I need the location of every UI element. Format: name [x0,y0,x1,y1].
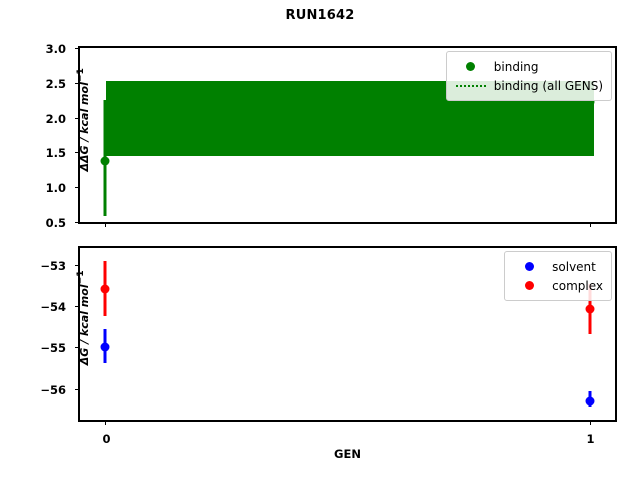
legend-item-binding[interactable]: binding [454,57,603,76]
complex-marker-gen1 [585,304,595,314]
figure-title: RUN1642 [285,8,355,23]
bottom-axes: ΔG / kcal mol−1 −53 −54 −55 −56 0 1 [40,246,617,446]
legend-label-complex: complex [552,278,603,293]
top-xtick-0 [105,222,107,227]
top-xtick-1 [589,222,591,227]
binding-marker-gen0 [100,156,110,166]
bottom-xticklabel-0: 0 [102,432,111,446]
bottom-yticklabel-minus53: −53 [40,258,66,273]
bottom-ytick-minus53: −53 [40,259,80,273]
top-yticklabel-1.5: 1.5 [45,146,66,161]
bottom-xtick-0: 0 [102,420,110,446]
top-legend[interactable]: binding binding (all GENS) [445,51,612,101]
complex-marker-gen0 [100,284,110,294]
legend-item-binding-all-gens[interactable]: binding (all GENS) [454,76,603,95]
legend-item-complex[interactable]: complex [512,276,603,295]
legend-label-solvent: solvent [552,259,596,274]
top-yticklabel-1.0: 1.0 [45,181,66,196]
x-axis-label: GEN [334,447,361,461]
top-ytick-0.5: 0.5 [46,216,80,230]
bottom-yticklabel-minus54: −54 [40,299,66,314]
top-ytick-3.0: 3.0 [46,42,80,56]
legend-marker-complex-icon [512,281,546,290]
legend-label-binding-all-gens: binding (all GENS) [493,78,603,93]
top-ytick-2.5: 2.5 [46,77,80,91]
top-yticklabel-2.0: 2.0 [45,111,66,126]
bottom-xtick-1: 1 [587,420,595,446]
top-yticklabel-2.5: 2.5 [45,76,66,91]
bottom-xticklabel-1: 1 [586,432,595,446]
bottom-yticklabel-minus55: −55 [40,341,66,356]
top-ytick-1.0: 1.0 [46,181,80,195]
binding-marker-gen1 [585,97,595,107]
bottom-yticklabel-minus56: −56 [40,382,66,397]
top-ytick-1.5: 1.5 [46,146,80,160]
solvent-marker-gen0 [100,342,110,352]
top-yticklabel-3.0: 3.0 [45,42,66,56]
legend-item-solvent[interactable]: solvent [512,257,603,276]
bottom-legend[interactable]: solvent complex [504,251,612,301]
bottom-ytick-minus54: −54 [40,300,80,314]
bottom-plot-area [80,248,615,420]
legend-marker-binding-icon [454,62,488,71]
bottom-ytick-minus56: −56 [40,383,80,397]
binding-all-gens-band-edge [583,80,594,156]
solvent-marker-gen1 [585,396,595,406]
top-yticklabel-0.5: 0.5 [45,216,66,230]
legend-label-binding: binding [493,59,539,74]
bottom-ytick-minus55: −55 [40,341,80,355]
top-axes: ΔΔG / kcal mol−1 3.0 2.5 2.0 1.5 1.0 0.5 [46,42,617,230]
top-ytick-2.0: 2.0 [46,112,80,126]
legend-dotted-line-binding-all-gens-icon [454,84,488,87]
legend-marker-solvent-icon [512,262,546,271]
